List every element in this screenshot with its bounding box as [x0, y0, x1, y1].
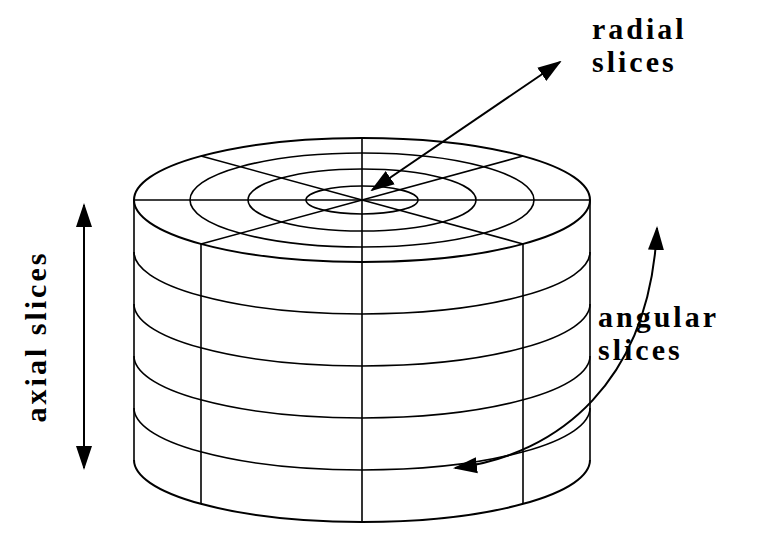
axial-label: axial slices [20, 250, 53, 422]
axial-arrow [83, 205, 85, 468]
cylinder [134, 138, 590, 522]
angular-label: angular slices [598, 300, 763, 366]
radial-label: radial slices [592, 12, 742, 78]
radial-arrow [372, 62, 560, 190]
indicator-arrows [84, 62, 657, 468]
